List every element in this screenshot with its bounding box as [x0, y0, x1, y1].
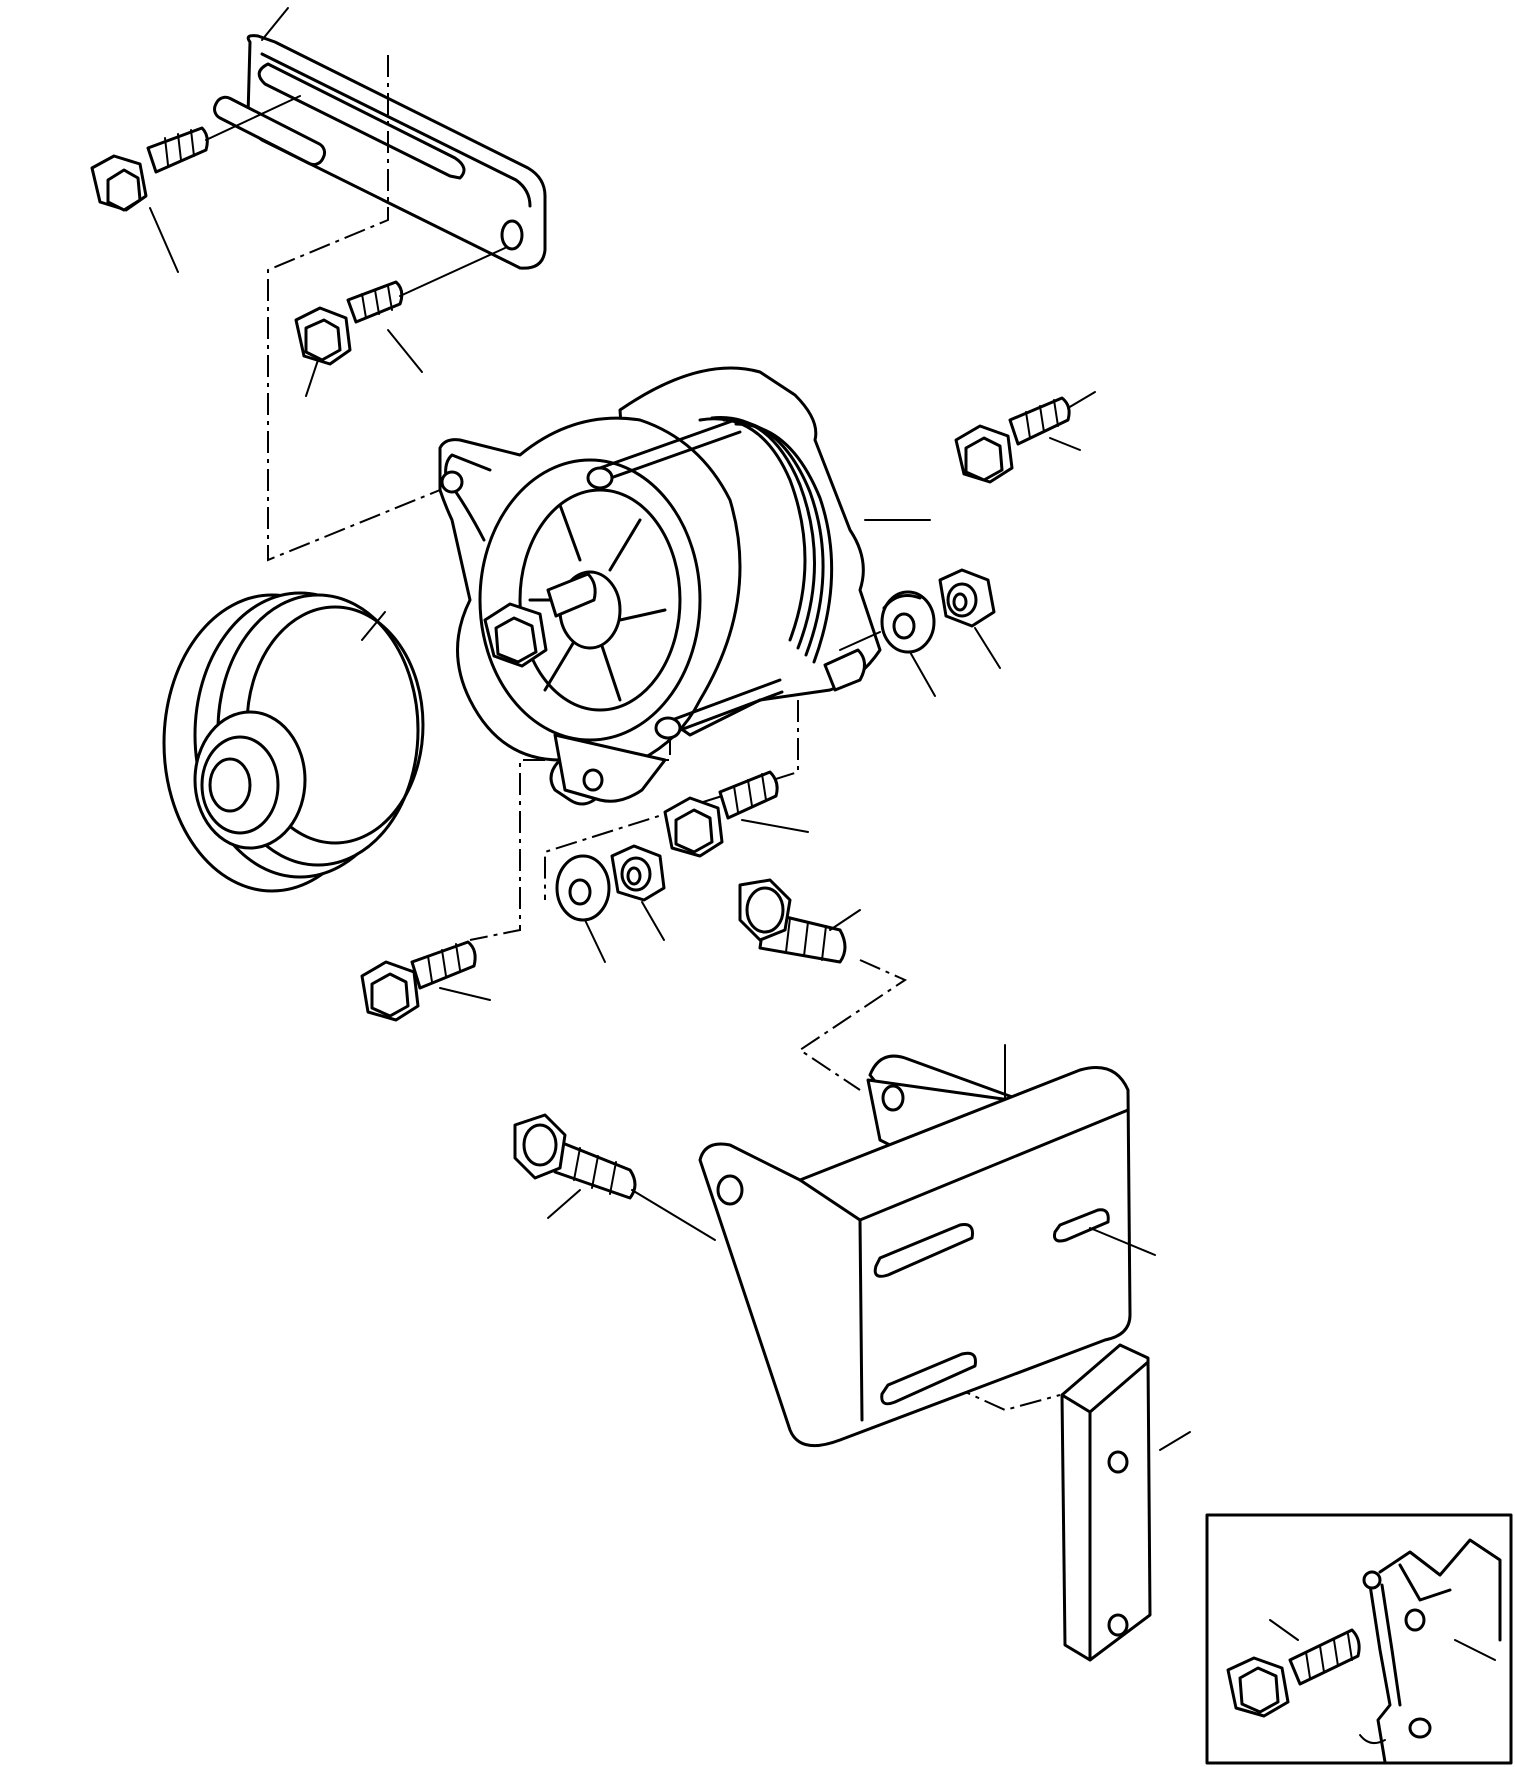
alternator	[438, 366, 931, 806]
leader-line	[641, 901, 665, 941]
center-bolt	[663, 770, 809, 858]
alignment-line	[949, 1384, 1061, 1412]
lower-left-bolt	[360, 940, 491, 1022]
leader-line	[1067, 391, 1096, 409]
bracket-bolt	[738, 878, 861, 964]
leader-line	[1089, 1227, 1156, 1256]
leader-line	[584, 919, 606, 963]
right-washer	[880, 590, 936, 697]
leader-line	[387, 329, 423, 373]
leader-line	[1269, 1619, 1299, 1641]
leader-line	[741, 819, 809, 833]
leader-line	[974, 627, 1001, 669]
leader-line	[305, 359, 319, 397]
detail-inset	[1205, 1513, 1513, 1765]
leader-line	[261, 7, 289, 41]
left-nut	[610, 844, 666, 941]
spacer-plate	[1060, 1343, 1191, 1662]
alternator-pivot-bolt	[294, 247, 506, 397]
right-nut	[839, 568, 1001, 669]
alignment-line	[798, 959, 908, 1091]
leader-line	[439, 987, 491, 1001]
right-upper-bolt	[954, 391, 1096, 484]
leader-line	[909, 651, 936, 697]
pulley	[162, 591, 425, 893]
leader-line	[149, 207, 179, 273]
mounting-bracket-bolt	[513, 1113, 716, 1241]
leader-line	[1454, 1639, 1496, 1661]
mounting-bracket	[698, 1044, 1156, 1448]
left-washer	[555, 854, 611, 963]
leader-line	[1049, 437, 1081, 451]
upper-adjusting-strap	[213, 7, 547, 270]
leader-line	[1159, 1431, 1191, 1451]
leader-line	[839, 631, 881, 651]
alignment-line	[267, 55, 441, 562]
leader-line	[547, 1189, 581, 1219]
leader-line	[829, 909, 861, 931]
leader-line	[361, 611, 386, 641]
upper-strap-bolt	[90, 95, 301, 273]
